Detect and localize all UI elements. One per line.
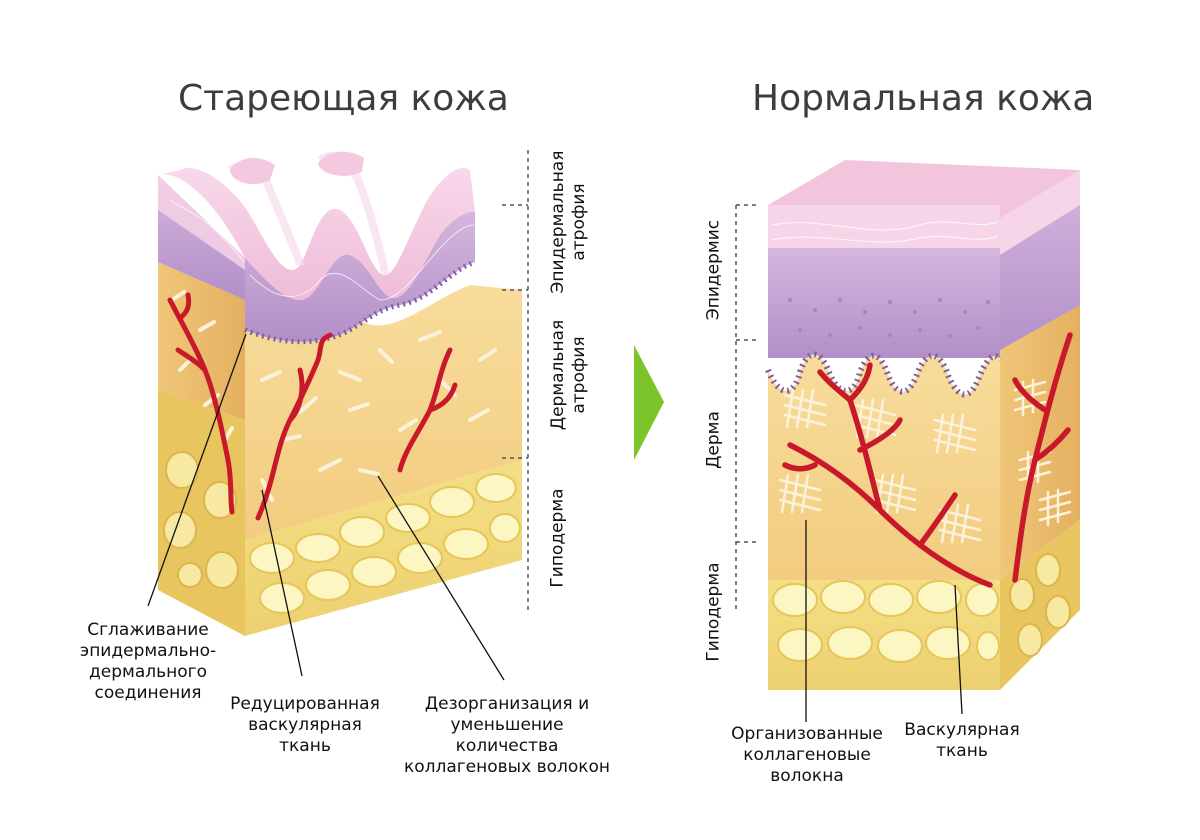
aging-skin-title: Стареющая кожа <box>178 78 509 119</box>
aging-hypodermis-label: Гиподерма <box>547 488 568 588</box>
aging-callout-lines <box>147 333 505 681</box>
aging-wrinkled-surface <box>158 168 475 300</box>
normal-epidermis-dots <box>788 298 990 338</box>
normal-skin-block <box>765 160 1080 690</box>
aging-fat-cells-side <box>163 451 239 589</box>
normal-epidermis-label: Эпидермис <box>703 219 724 321</box>
normal-stratum-texture <box>771 221 999 243</box>
normal-stratum-side <box>1000 170 1080 255</box>
normal-vascular-callout: Васкулярная ткань <box>904 720 1020 761</box>
normal-dermis-label: Дерма <box>703 411 724 469</box>
aging-epidermis-front <box>245 211 475 342</box>
aging-epidermal-atrophy-label: Эпидермальная атрофия <box>548 150 589 294</box>
aging-layer-brackets <box>502 150 529 612</box>
aging-vascular-callout: Редуцированная васкулярная ткань <box>230 694 380 756</box>
normal-hypodermis-label: Гиподерма <box>703 562 724 662</box>
normal-fat-cells <box>772 580 1000 663</box>
normal-vessels <box>782 332 1073 588</box>
aging-top-ridge-2 <box>318 151 364 176</box>
aging-skin-block <box>158 151 522 636</box>
aging-dermal-atrophy-label: Дермальная атрофия <box>548 319 589 431</box>
normal-basal-line <box>765 351 1003 398</box>
normal-fat-cells-side <box>1009 553 1071 657</box>
aging-collagen-fibers <box>170 290 497 502</box>
aging-top-ridge-1 <box>230 158 275 185</box>
aging-junction-callout: Сглаживание эпидермально- дермального со… <box>79 620 217 703</box>
normal-callout-lines <box>805 520 963 722</box>
aging-stratum-side <box>158 175 245 270</box>
normal-layer-brackets <box>735 204 760 612</box>
aging-basal-line <box>244 259 476 345</box>
aging-collagen-callout: Дезорганизация и уменьшение количества к… <box>403 694 611 777</box>
normal-top-face <box>768 160 1080 218</box>
normal-collagen-fibers <box>778 378 1072 544</box>
normal-epidermis-front <box>768 248 1000 358</box>
normal-collagen-callout: Организованные коллагеновые волокна <box>731 724 883 786</box>
aging-dermis-side <box>158 262 245 420</box>
aging-dermis-front <box>245 285 522 540</box>
aging-vessels <box>167 292 458 521</box>
normal-skin-title: Нормальная кожа <box>752 78 1095 119</box>
aging-surface-texture <box>169 199 475 301</box>
aging-fat-cells <box>249 473 521 614</box>
normal-dermis-front <box>768 354 1000 580</box>
transition-arrow <box>634 345 664 460</box>
